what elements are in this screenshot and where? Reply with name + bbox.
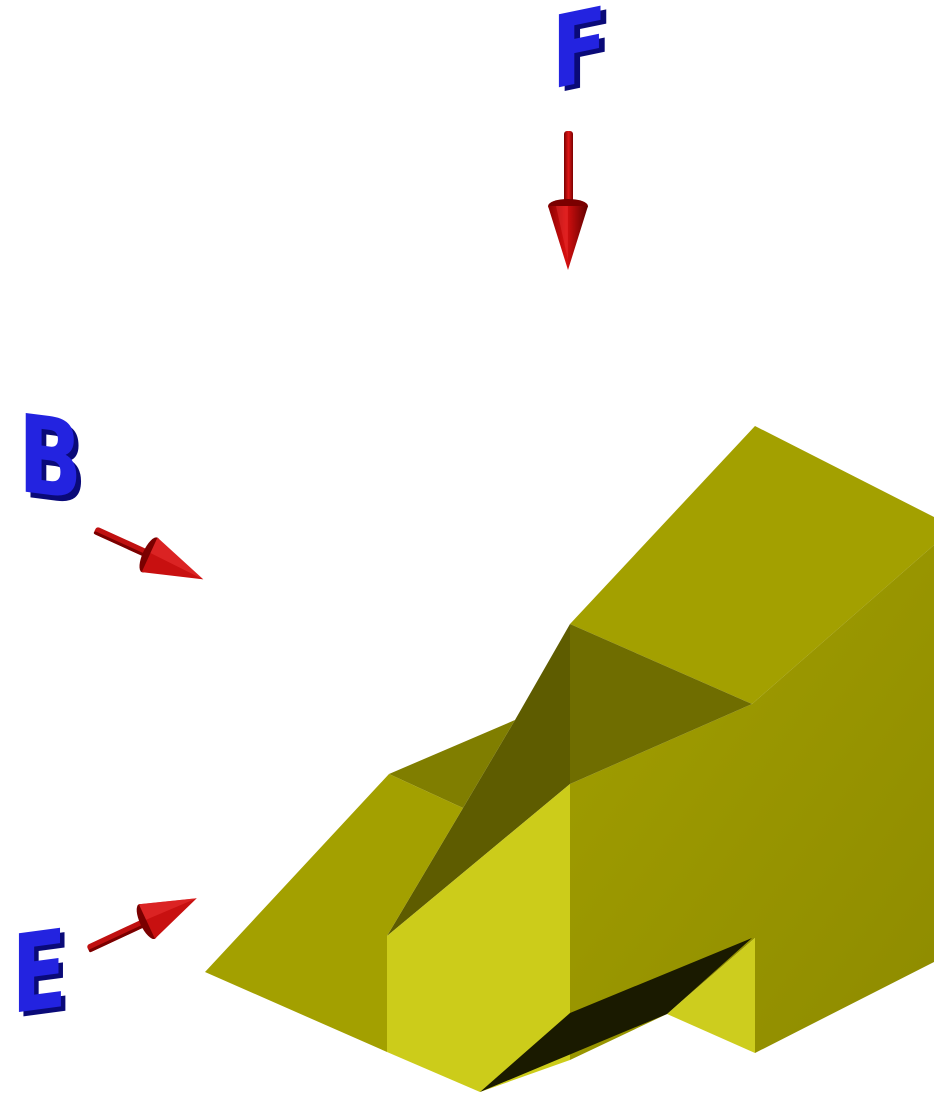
arrow-cone-highlight	[150, 537, 204, 580]
arrow-shaft-shade	[88, 922, 149, 953]
label-front-face: F	[551, 0, 607, 113]
solid-front-face	[387, 784, 570, 1092]
view-label-front: F F	[551, 0, 613, 116]
solid-right-face	[570, 545, 934, 1060]
arrow-cone-highlight	[138, 898, 197, 920]
label-front-extrusion: F	[557, 0, 613, 116]
view-label-back: B B	[18, 391, 87, 530]
label-end-extrusion: E	[16, 910, 71, 1044]
arrow-cone	[548, 206, 588, 270]
label-back-extrusion: B	[23, 396, 87, 530]
solid-top-face	[570, 426, 934, 704]
solid-notch-face-lower	[387, 624, 570, 936]
label-back-face: B	[18, 391, 82, 525]
solid-notch-face-upper	[570, 624, 752, 784]
arrow-shaft	[564, 131, 573, 210]
solid-underside-face	[480, 938, 752, 1092]
solid-left-face	[205, 774, 463, 1052]
arrow-cone-highlight	[556, 206, 568, 260]
label-end-face: E	[12, 905, 67, 1039]
solid-ledge-top	[389, 720, 515, 808]
view-arrow-end	[87, 898, 197, 953]
view-label-end: E E	[12, 905, 72, 1043]
solid-right-foot-face	[667, 938, 755, 1053]
solid-object	[205, 426, 934, 1092]
view-arrow-front	[548, 131, 588, 270]
arrow-shaft-shade	[93, 531, 149, 559]
view-arrow-back	[93, 527, 204, 580]
